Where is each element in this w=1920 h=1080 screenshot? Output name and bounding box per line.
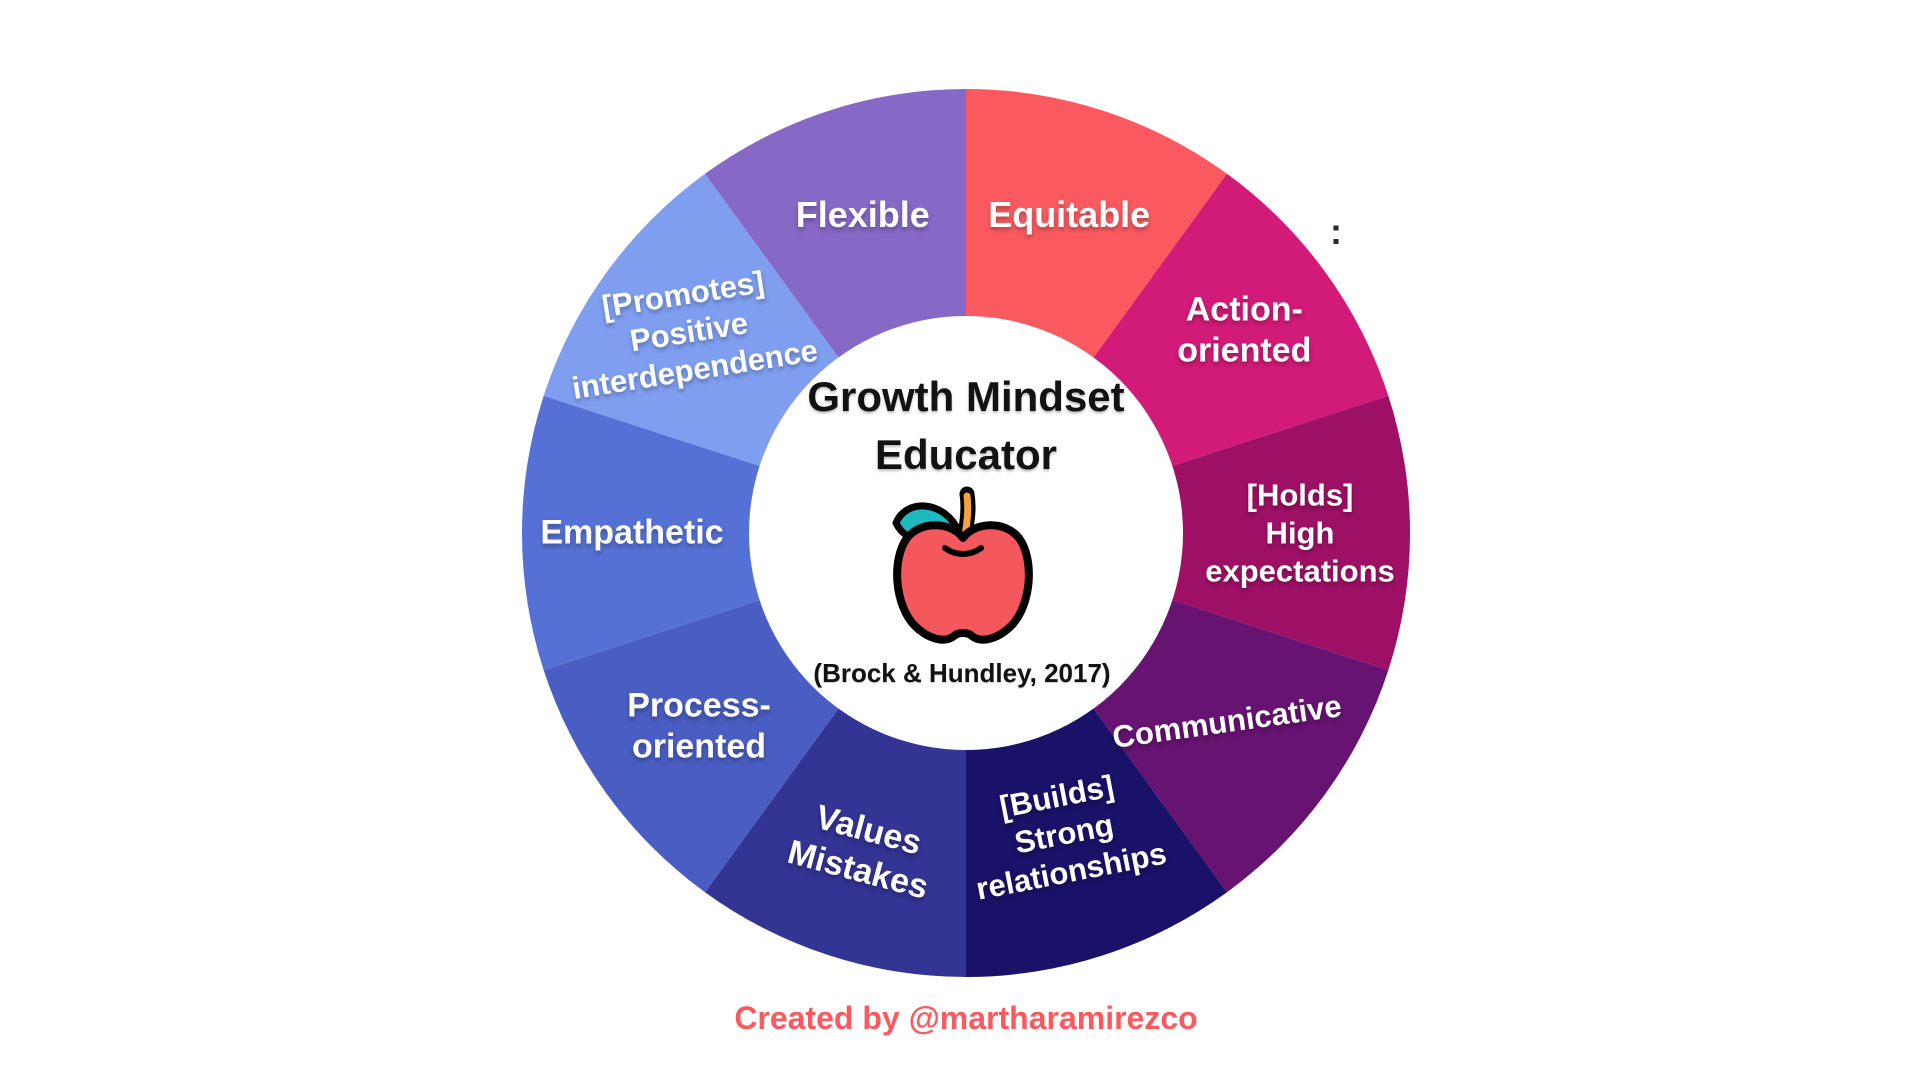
chart-citation: (Brock & Hundley, 2017): [813, 658, 1111, 688]
segment-empathetic: [521, 395, 966, 671]
segment-label-process-oriented: Process-oriented: [627, 686, 771, 766]
apple-stem-icon: [962, 492, 972, 536]
segment-label-flexible: Flexible: [795, 194, 930, 236]
apple-icon: [888, 486, 1038, 652]
stray-colon-mark: :: [1330, 211, 1342, 252]
segment-label-equitable: Equitable: [988, 194, 1151, 236]
apple-body-icon: [893, 521, 1033, 644]
segment-label-empathetic: Empathetic: [540, 513, 724, 552]
apple-dimple-line: [942, 545, 984, 557]
credit-text: Created by @martharamirezco: [734, 1000, 1198, 1036]
segment-label-action-oriented: Action-oriented: [1177, 290, 1312, 370]
segment-holds-high-expectations: [966, 395, 1411, 671]
chart-title: Growth Mindset Educator: [807, 373, 1125, 478]
